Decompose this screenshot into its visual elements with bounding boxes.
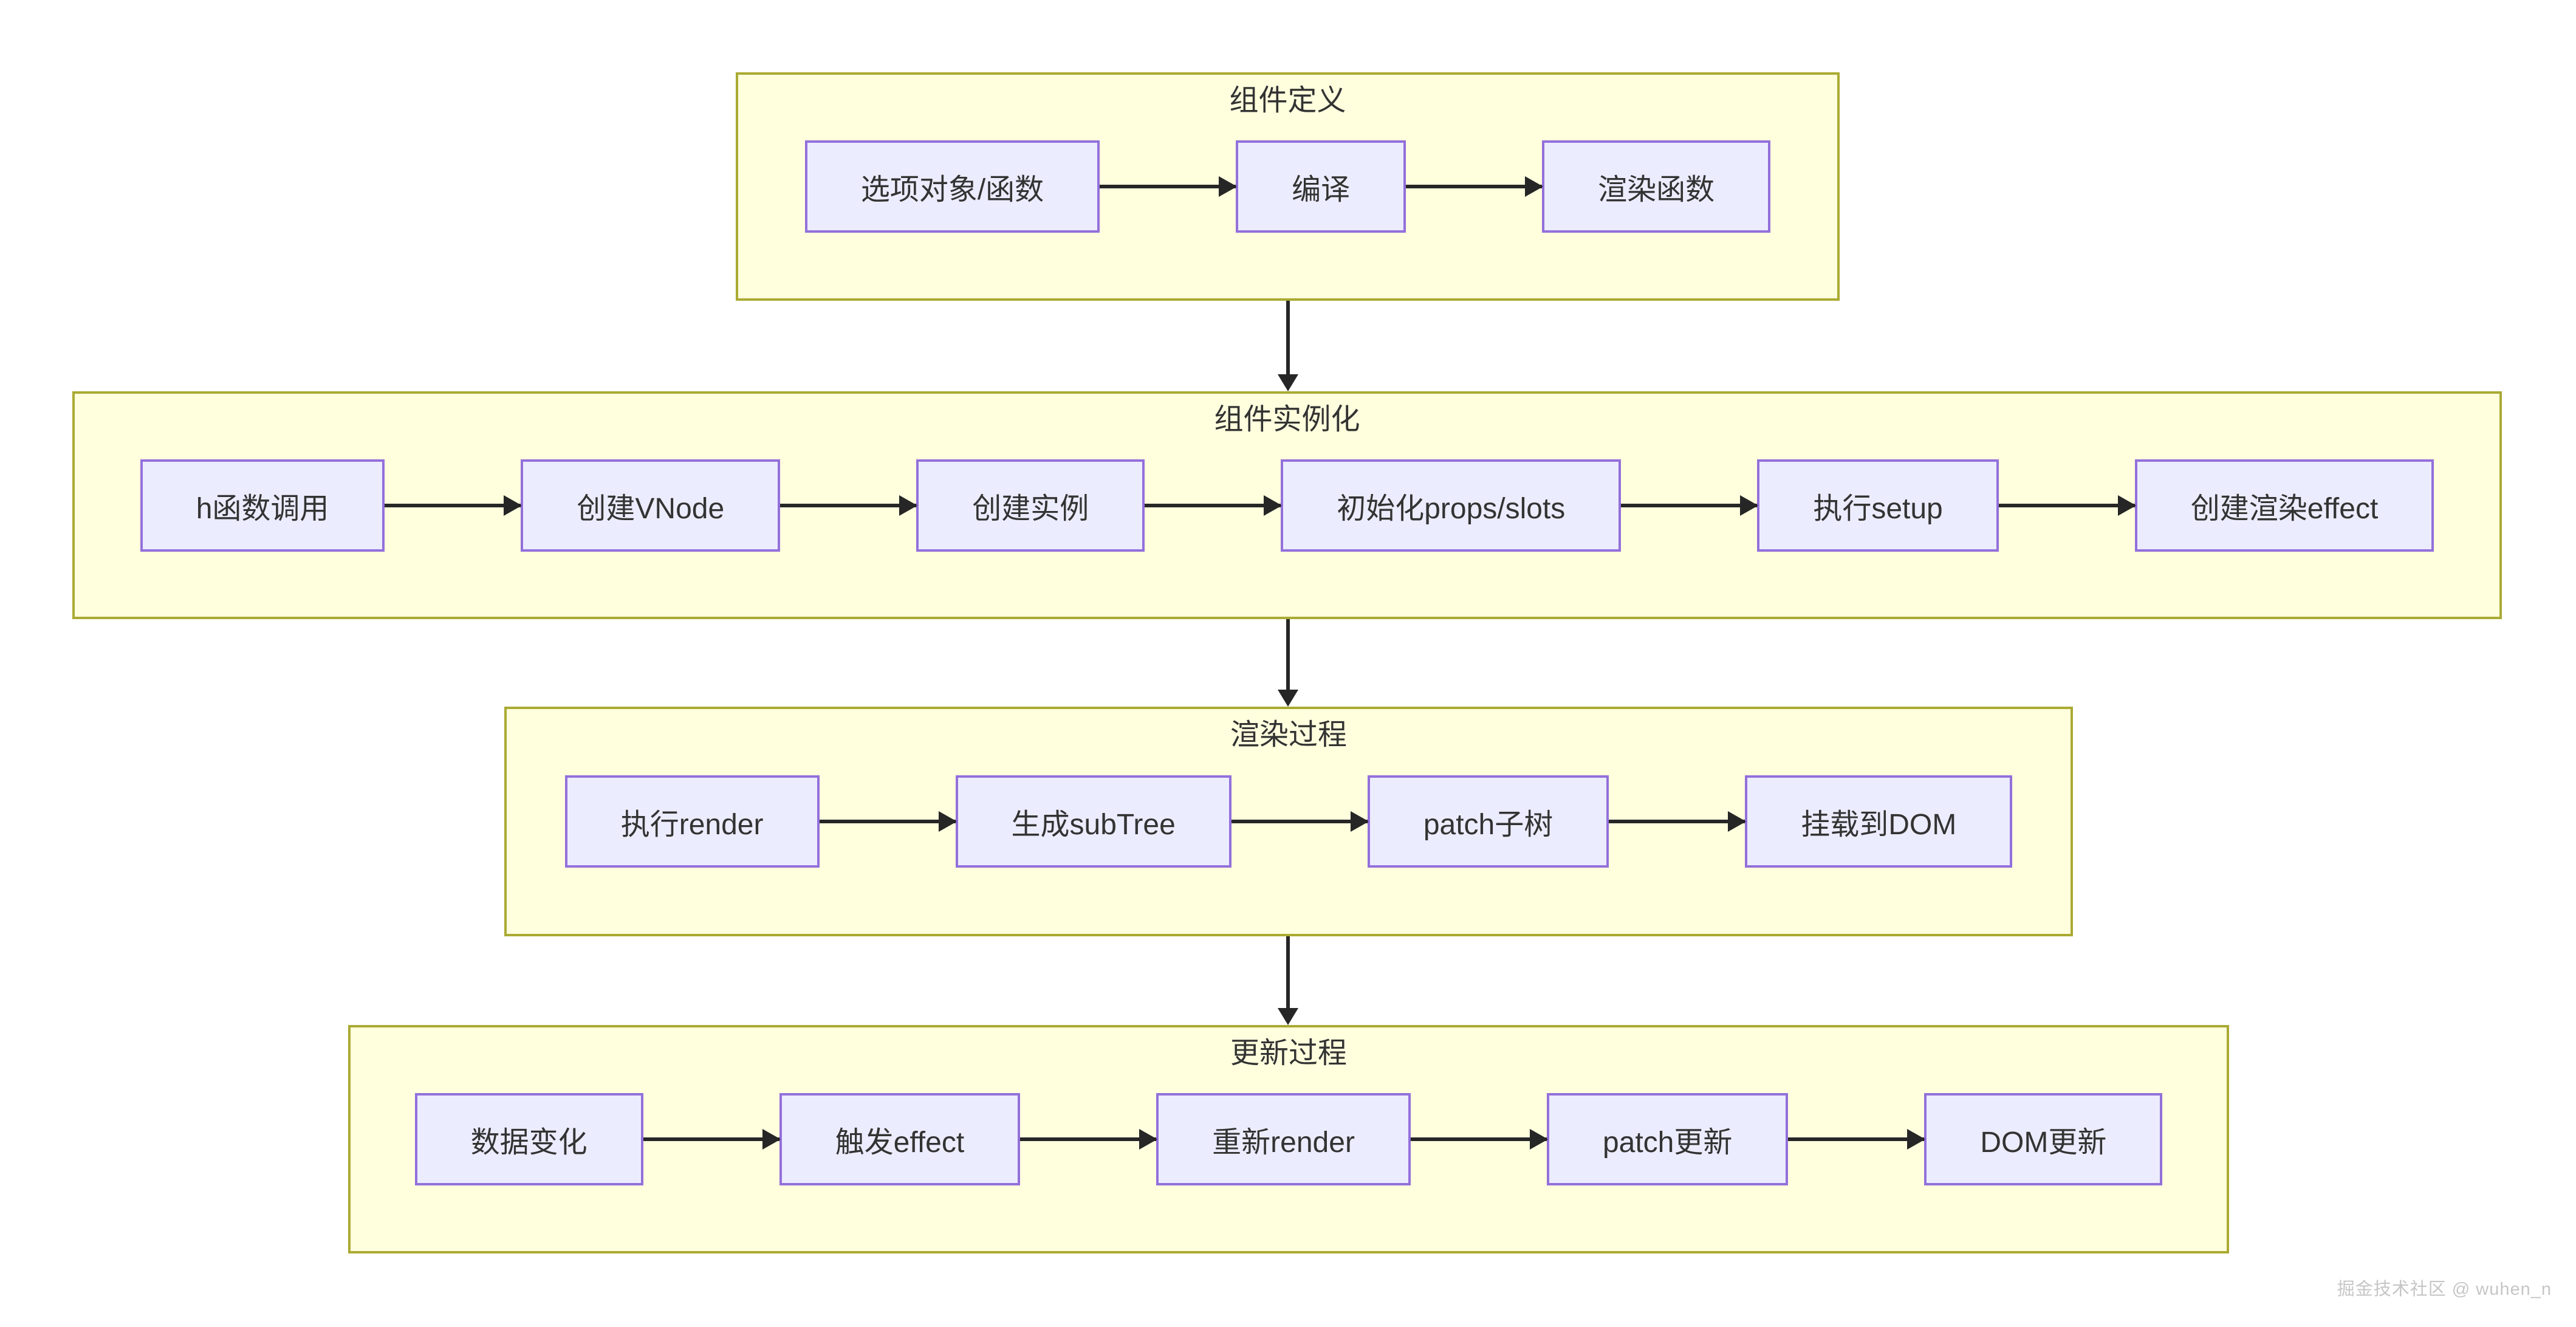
node-row: 数据变化 触发effect 重新render patch更新 DOM更新 (351, 1027, 2227, 1251)
group-title: 渲染过程 (1230, 719, 1347, 751)
group-title: 组件实例化 (1214, 403, 1360, 436)
watermark: 掘金技术社区 @ wuhen_n (2337, 1280, 2552, 1299)
right-arrow-icon (1406, 185, 1543, 188)
flow-node: 执行render (564, 775, 820, 868)
flow-node: 触发effect (779, 1093, 1021, 1185)
group-render-process: 渲染过程 执行render 生成subTree patch子树 挂载到DOM (504, 707, 2073, 936)
flow-node: 创建VNode (521, 459, 781, 552)
right-arrow-icon (780, 503, 917, 507)
right-arrow-icon (643, 1137, 779, 1141)
connector-line (1286, 936, 1290, 1012)
flow-node: 执行setup (1757, 459, 1999, 552)
node-row: 选项对象/函数 编译 渲染函数 (738, 75, 1837, 298)
flow-node: 挂载到DOM (1745, 775, 2013, 868)
flow-node: 重新render (1156, 1093, 1411, 1185)
flow-node: 编译 (1236, 140, 1406, 233)
flow-node: patch更新 (1546, 1093, 1789, 1185)
right-arrow-icon (1410, 1137, 1547, 1141)
group-update-process: 更新过程 数据变化 触发effect 重新render patch更新 DOM更… (348, 1025, 2229, 1253)
right-arrow-icon (1609, 820, 1745, 823)
flow-node: 选项对象/函数 (804, 140, 1100, 233)
right-arrow-icon (1145, 503, 1281, 507)
flow-node: 创建渲染effect (2134, 459, 2434, 552)
group-component-instantiation: 组件实例化 h函数调用 创建VNode 创建实例 初始化props/slots … (72, 391, 2502, 619)
connector-arrowhead (1278, 374, 1298, 391)
right-arrow-icon (819, 820, 956, 823)
flow-node: h函数调用 (140, 459, 385, 552)
node-row: h函数调用 创建VNode 创建实例 初始化props/slots 执行setu… (75, 394, 2499, 617)
flow-node: DOM更新 (1924, 1093, 2163, 1185)
right-arrow-icon (1788, 1137, 1925, 1141)
right-arrow-icon (1998, 503, 2135, 507)
flow-node: 生成subTree (955, 775, 1231, 868)
group-component-definition: 组件定义 选项对象/函数 编译 渲染函数 (736, 72, 1840, 301)
node-row: 执行render 生成subTree patch子树 挂载到DOM (507, 709, 2071, 934)
flow-node: patch子树 (1367, 775, 1609, 868)
flow-node: 初始化props/slots (1281, 459, 1622, 552)
group-title: 更新过程 (1230, 1037, 1347, 1069)
connector-line (1286, 301, 1290, 378)
right-arrow-icon (1621, 503, 1758, 507)
right-arrow-icon (1231, 820, 1368, 823)
group-title: 组件定义 (1229, 84, 1346, 117)
connector-line (1286, 619, 1290, 693)
flow-node: 数据变化 (414, 1093, 643, 1185)
flow-node: 创建实例 (916, 459, 1145, 552)
connector-arrowhead (1278, 1008, 1298, 1025)
right-arrow-icon (1100, 185, 1236, 188)
right-arrow-icon (385, 503, 521, 507)
right-arrow-icon (1020, 1137, 1157, 1141)
connector-arrowhead (1278, 690, 1298, 707)
flow-node: 渲染函数 (1542, 140, 1771, 233)
